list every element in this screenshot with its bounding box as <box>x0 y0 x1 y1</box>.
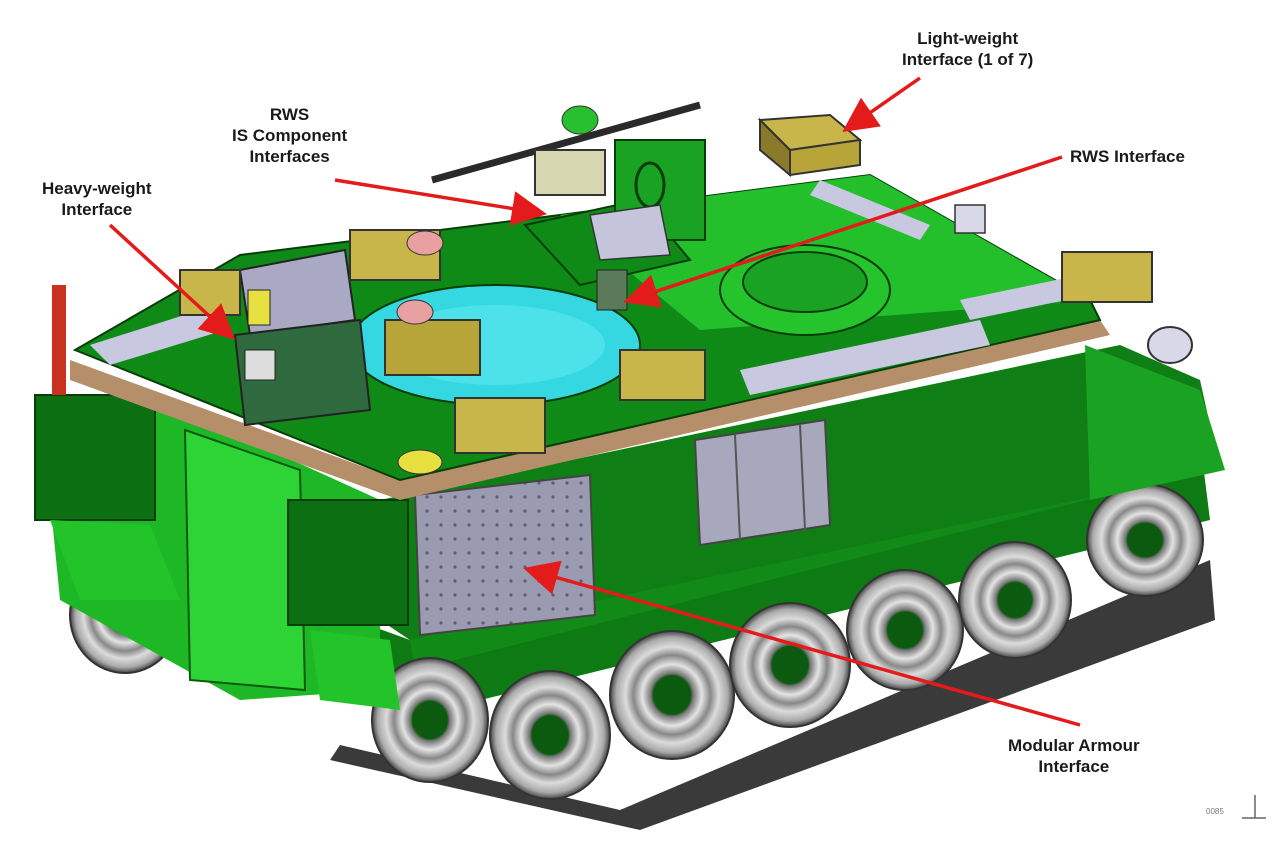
callout-light-weight-interface: Light-weight Interface (1 of 7) <box>902 28 1033 70</box>
callout-line: Modular Armour <box>1008 736 1140 755</box>
front-fittings <box>954 204 1193 364</box>
callout-line: Interface (1 of 7) <box>902 50 1034 69</box>
callout-line: Interfaces <box>249 147 330 166</box>
callout-rws-is-component-interfaces: RWS IS Component Interfaces <box>232 104 347 167</box>
callout-line: RWS Interface <box>1070 147 1185 166</box>
axis-triad-icon <box>1242 795 1266 819</box>
arrow-modular-armour <box>523 560 1081 727</box>
callout-modular-armour-interface: Modular Armour Interface <box>1008 735 1140 777</box>
callout-arrows <box>108 76 1081 727</box>
deck-trim <box>70 320 1110 500</box>
callout-rws-interface: RWS Interface <box>1070 146 1185 167</box>
arrow-rws-is <box>334 178 547 226</box>
rws-turret <box>431 101 706 311</box>
callout-line: Interface <box>61 200 133 219</box>
modular-armour-panel <box>413 418 832 637</box>
callout-line: Heavy-weight <box>42 179 152 198</box>
arrow-rws <box>623 155 1063 308</box>
track <box>330 560 1215 830</box>
drawing-id: 0085 <box>1206 807 1224 816</box>
callout-heavy-weight-interface: Heavy-weight Interface <box>42 178 152 220</box>
callout-line: Light-weight <box>917 29 1019 48</box>
arrow-light-weight <box>842 76 921 132</box>
arrow-heavy-weight <box>108 223 236 340</box>
heavy-weight-box <box>233 248 372 427</box>
callout-line: RWS <box>269 105 310 124</box>
rear-hull <box>34 285 409 710</box>
callout-line: IS Component <box>232 126 348 145</box>
light-weight-boxes <box>179 113 1153 475</box>
callout-line: Interface <box>1038 757 1110 776</box>
